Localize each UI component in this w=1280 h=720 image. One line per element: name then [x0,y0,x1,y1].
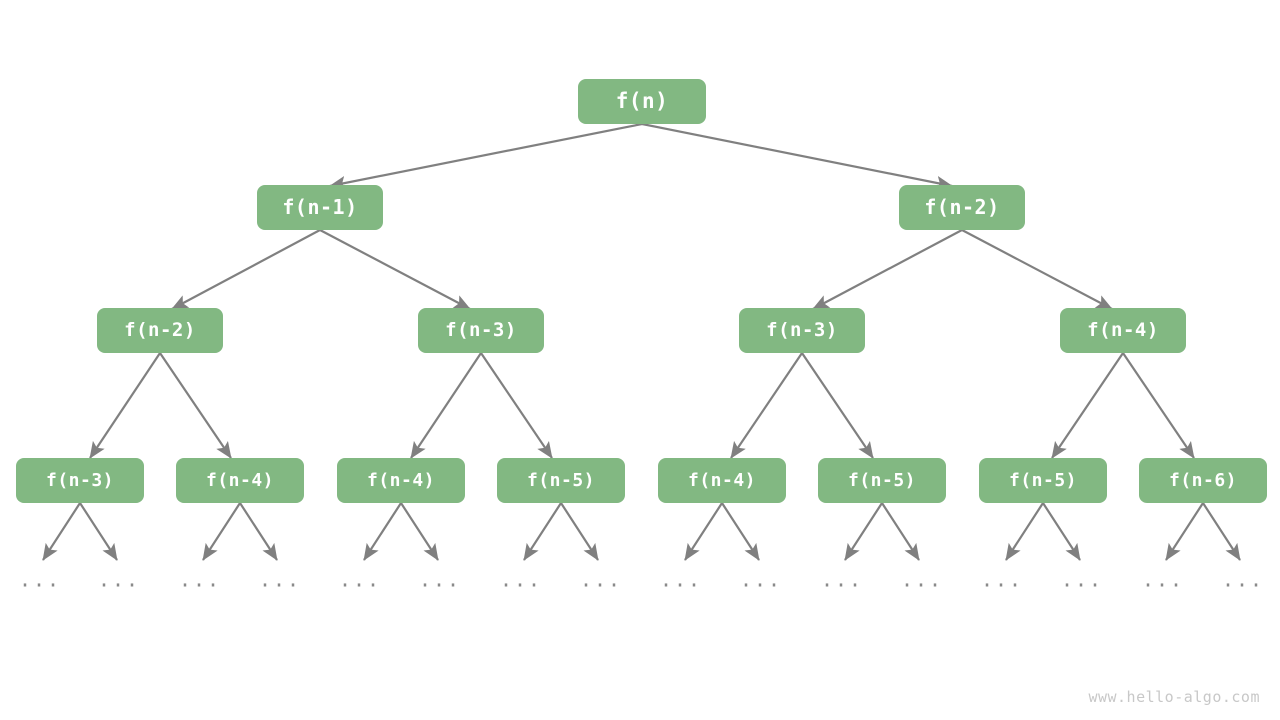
ellipsis-leaf-14: ··· [1141,573,1185,597]
ellipsis-leaf-0: ··· [18,573,62,597]
tree-edge-7 [159,352,232,459]
tree-edge-16 [202,502,241,561]
tree-node-l3-3: f(n-4) [1060,307,1186,353]
tree-edge-9 [480,352,553,459]
tree-node-l3-1: f(n-3) [418,307,544,353]
ellipsis-leaf-12: ··· [980,573,1024,597]
tree-node-l4-3: f(n-5) [497,457,625,503]
tree-node-l4-2: f(n-4) [337,457,465,503]
tree-edge-17 [239,502,278,561]
tree-node-l2-0: f(n-1) [257,184,383,230]
tree-node-label: f(n-4) [687,469,757,491]
tree-node-label: f(n-1) [282,195,358,219]
tree-edge-25 [881,502,920,561]
tree-edge-10 [730,352,803,459]
tree-edge-13 [1122,352,1195,459]
tree-node-label: f(n-4) [366,469,436,491]
tree-edge-29 [1202,502,1241,561]
ellipsis-leaf-2: ··· [178,573,222,597]
tree-edge-22 [684,502,723,561]
ellipsis-leaf-11: ··· [900,573,944,597]
tree-node-l3-0: f(n-2) [97,307,223,353]
ellipsis-leaf-15: ··· [1221,573,1265,597]
ellipsis-leaf-5: ··· [418,573,462,597]
tree-edge-1 [641,122,953,190]
ellipsis-leaf-6: ··· [499,573,543,597]
tree-edge-23 [721,502,760,561]
tree-node-label: f(n-2) [924,195,1000,219]
tree-node-label: f(n-5) [847,469,917,491]
watermark-text: www.hello-algo.com [1088,688,1260,706]
tree-node-label: f(n) [615,89,669,113]
ellipsis-leaf-1: ··· [97,573,141,597]
tree-node-label: f(n-6) [1168,469,1238,491]
ellipsis-leaf-7: ··· [579,573,623,597]
tree-edge-5 [961,229,1113,310]
tree-edge-6 [89,352,161,459]
tree-edge-8 [410,352,482,459]
tree-node-l4-4: f(n-4) [658,457,786,503]
tree-node-l4-5: f(n-5) [818,457,946,503]
tree-node-l4-1: f(n-4) [176,457,304,503]
tree-edge-2 [171,229,321,310]
tree-edge-4 [812,229,963,310]
tree-node-label: f(n-2) [124,319,196,341]
tree-edge-18 [363,502,402,561]
tree-node-l2-1: f(n-2) [899,184,1025,230]
tree-edge-28 [1165,502,1204,561]
tree-node-label: f(n-5) [526,469,596,491]
tree-edge-20 [523,502,562,561]
tree-edge-27 [1042,502,1081,561]
tree-edge-21 [560,502,599,561]
ellipsis-leaf-10: ··· [820,573,864,597]
tree-node-label: f(n-3) [45,469,115,491]
tree-edge-11 [801,352,874,459]
ellipsis-leaf-8: ··· [659,573,703,597]
tree-edge-15 [79,502,118,561]
ellipsis-leaf-3: ··· [258,573,302,597]
tree-edge-26 [1005,502,1044,561]
ellipsis-leaf-9: ··· [739,573,783,597]
tree-edge-14 [42,502,81,561]
tree-edge-3 [319,229,471,310]
tree-node-label: f(n-4) [205,469,275,491]
tree-edge-0 [329,122,643,190]
tree-edge-12 [1051,352,1124,459]
tree-node-label: f(n-3) [445,319,517,341]
tree-node-label: f(n-5) [1008,469,1078,491]
ellipsis-leaf-4: ··· [338,573,382,597]
tree-node-label: f(n-3) [766,319,838,341]
ellipsis-leaf-13: ··· [1060,573,1104,597]
tree-edge-19 [400,502,439,561]
tree-node-l4-0: f(n-3) [16,457,144,503]
tree-node-l4-7: f(n-6) [1139,457,1267,503]
tree-node-l4-6: f(n-5) [979,457,1107,503]
tree-node-l1-0: f(n) [578,78,706,124]
tree-edge-24 [844,502,883,561]
tree-node-l3-2: f(n-3) [739,307,865,353]
tree-node-label: f(n-4) [1087,319,1159,341]
